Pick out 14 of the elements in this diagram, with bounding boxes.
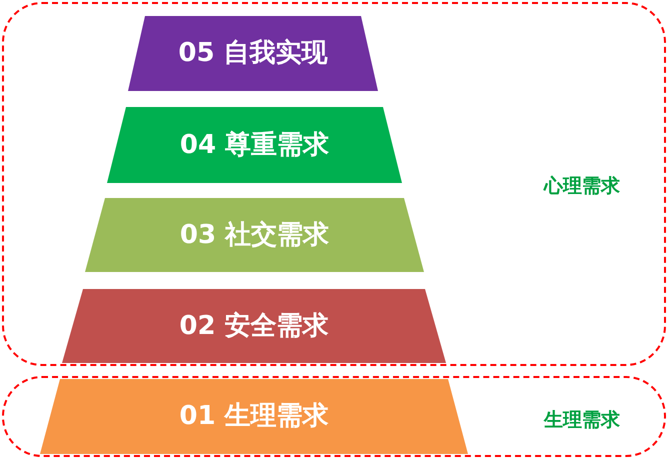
level-label: 05 自我实现 xyxy=(178,37,328,70)
pyramid-level xyxy=(107,107,402,183)
level-label: 02 安全需求 xyxy=(179,310,329,342)
level-label: 03 社交需求 xyxy=(180,218,330,252)
level-label: 01 生理需求 xyxy=(179,400,329,433)
pyramid-level xyxy=(85,198,424,272)
group-label: 生理需求 xyxy=(544,408,620,433)
level-label: 04 尊重需求 xyxy=(180,128,330,162)
pyramid-level xyxy=(62,289,446,363)
pyramid-level xyxy=(128,16,378,91)
group-label: 心理需求 xyxy=(544,174,620,199)
dashed-group-region xyxy=(2,2,666,366)
pyramid-level xyxy=(40,379,468,454)
dashed-group-region xyxy=(2,376,666,457)
